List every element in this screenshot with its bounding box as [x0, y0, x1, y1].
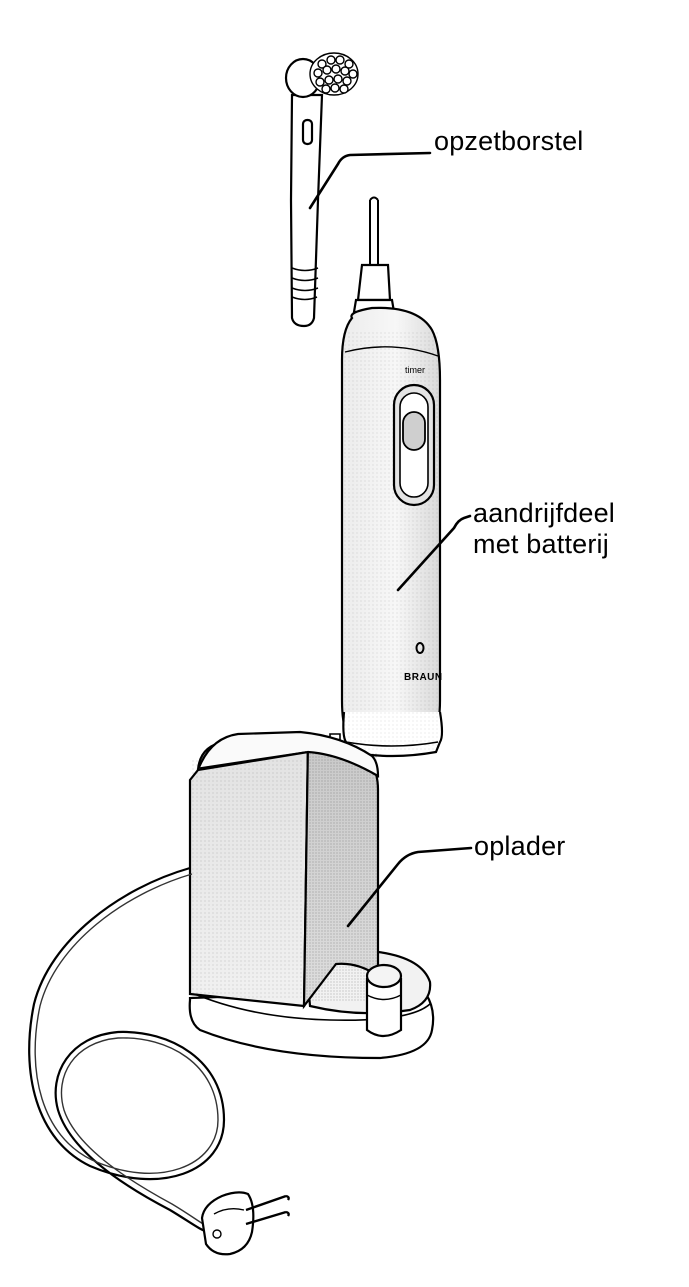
- leader-charger: [346, 846, 473, 928]
- label-brush-head-text: opzetborstel: [434, 126, 584, 156]
- brush-head-shaft: [289, 93, 324, 328]
- leader-brush-head: [308, 151, 432, 210]
- handle-timer-text: timer: [405, 365, 425, 375]
- handle-indicator-light: [415, 642, 425, 654]
- charger: [188, 730, 435, 1060]
- leader-lines: [308, 151, 473, 928]
- power-cord: [28, 866, 226, 1234]
- label-handle: aandrijfdeel met batterij: [473, 498, 615, 560]
- power-plug: [200, 1191, 290, 1256]
- brush-head-rings: [291, 267, 319, 301]
- plug-prongs: [245, 1194, 290, 1226]
- drive-pin: [369, 200, 379, 265]
- label-handle-line1: aandrijfdeel: [473, 498, 616, 528]
- handle-neck: [356, 263, 392, 302]
- label-brush-head: opzetborstel: [434, 126, 584, 157]
- handle-switch-button: [402, 411, 426, 451]
- handle-brand-text: BRAUN: [404, 672, 443, 683]
- label-handle-line2: met batterij: [473, 529, 609, 559]
- label-charger: oplader: [474, 831, 565, 862]
- brush-head: [284, 52, 359, 328]
- brush-head-slot: [301, 118, 314, 146]
- charger-post: [365, 978, 403, 1038]
- plug-body: [200, 1191, 255, 1256]
- leader-handle: [396, 514, 472, 592]
- handle: timer BRAUN: [329, 196, 444, 758]
- brush-bristles: [309, 52, 359, 96]
- label-charger-text: oplader: [474, 831, 566, 861]
